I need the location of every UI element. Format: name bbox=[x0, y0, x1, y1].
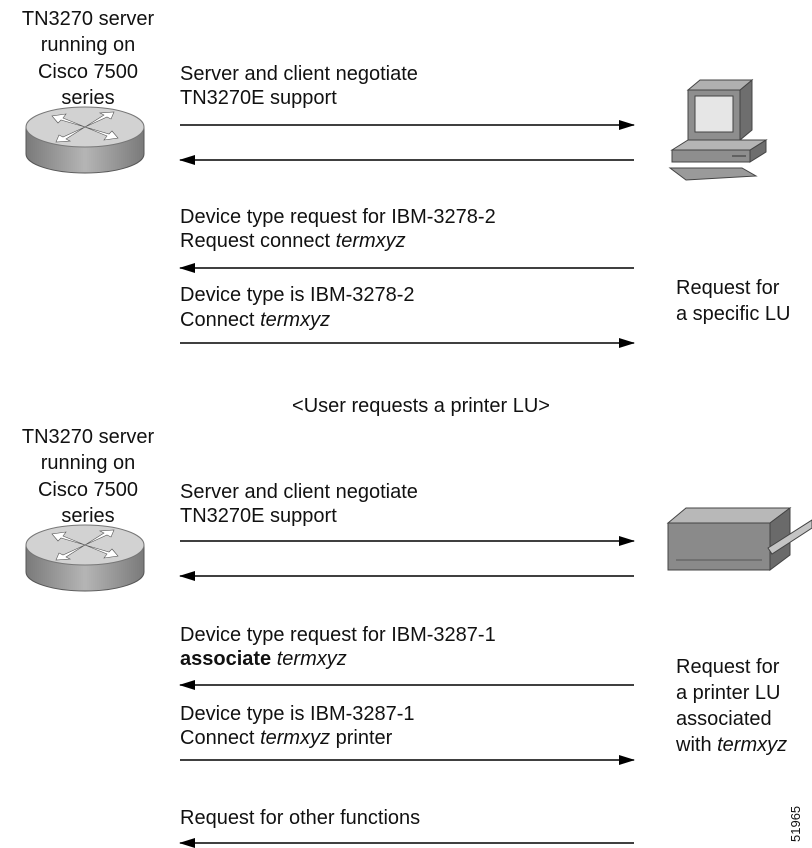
message-other-functions: Request for other functions bbox=[180, 807, 421, 829]
lu-name: termxyz bbox=[260, 727, 331, 749]
server-label-line: Cisco 7500 bbox=[37, 61, 139, 83]
server-label-line: Cisco 7500 bbox=[37, 479, 139, 501]
workstation-icon bbox=[668, 78, 768, 181]
lu-name: termxyz bbox=[260, 309, 331, 331]
side-note-line: Request for bbox=[676, 277, 780, 299]
server-label-line: series bbox=[61, 87, 115, 109]
side-note-line: associated bbox=[676, 708, 772, 730]
message-line: Connect termxyz printer bbox=[180, 727, 393, 749]
router-icon bbox=[25, 524, 145, 592]
server-label-line: TN3270 server bbox=[21, 426, 155, 448]
message-line: TN3270E support bbox=[180, 87, 337, 109]
separator-note: <User requests a printer LU> bbox=[292, 395, 550, 417]
message-line: Server and client negotiate bbox=[180, 481, 418, 503]
message-line: Server and client negotiate bbox=[180, 63, 418, 85]
message-line: Device type is IBM-3287-1 bbox=[180, 703, 415, 725]
lu-name: termxyz bbox=[717, 734, 788, 756]
message-line: Device type request for IBM-3278-2 bbox=[180, 206, 496, 228]
server-label-line: running on bbox=[40, 34, 136, 56]
side-note-line: a specific LU bbox=[676, 303, 791, 325]
lu-name: termxyz bbox=[276, 648, 347, 670]
message-line: Device type is IBM-3278-2 bbox=[180, 284, 415, 306]
message-line: Device type request for IBM-3287-1 bbox=[180, 624, 496, 646]
associate-keyword: associate bbox=[180, 648, 272, 670]
figure-number: 51965 bbox=[788, 805, 803, 842]
server-label-line: running on bbox=[40, 452, 136, 474]
server-label-line: series bbox=[61, 505, 115, 527]
printer-icon bbox=[666, 507, 812, 571]
side-note-line: a printer LU bbox=[676, 682, 781, 704]
message-line: associate termxyz bbox=[180, 647, 347, 671]
message-line: Connect termxyz bbox=[180, 309, 331, 331]
server-label-line: TN3270 server bbox=[21, 8, 155, 30]
side-note-line: with termxyz bbox=[676, 734, 788, 756]
message-line: Request connect termxyz bbox=[180, 230, 406, 252]
router-icon bbox=[25, 106, 145, 174]
lu-name: termxyz bbox=[335, 230, 406, 252]
message-line: TN3270E support bbox=[180, 505, 337, 527]
side-note-line: Request for bbox=[676, 656, 780, 678]
